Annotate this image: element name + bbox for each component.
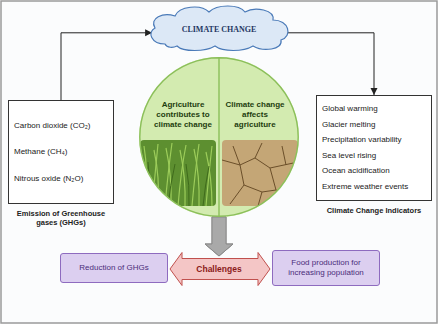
box-text: Food production for increasing populatio… [278, 258, 374, 278]
indicator-box: Global warmingGlacier meltingPrecipitati… [316, 95, 432, 215]
box-heading: Emission of Greenhouse gases (GHGs) [8, 209, 114, 227]
grass-ground [140, 140, 216, 206]
half-circle: Agriculture contributes to climate chang… [139, 57, 219, 217]
connector [249, 253, 270, 286]
block-arrow-outline [249, 253, 270, 286]
soil-crack [255, 143, 262, 158]
soil-crack [233, 146, 240, 165]
cloud-shape: CLIMATE CHANGE [143, 4, 295, 52]
half-circle-path [219, 58, 298, 216]
challenge-box: Food production for increasing populatio… [272, 250, 380, 286]
connector [61, 29, 152, 100]
connector [286, 33, 378, 95]
block-arrow [205, 217, 233, 256]
challenges-band: Challenges [189, 258, 249, 280]
grass-blade [154, 150, 159, 206]
soil-cracks [222, 143, 298, 206]
half-circle-outline [219, 57, 299, 217]
block-arrow [205, 217, 233, 256]
circle-text: Agriculture contributes to climate chang… [150, 100, 216, 130]
grass-blade [180, 150, 185, 206]
gas-item: Methane (CH₄) [14, 147, 108, 157]
grass-blades [144, 143, 212, 206]
block-arrow-outline [170, 253, 189, 286]
connector-line [61, 33, 152, 100]
grass-blade [186, 164, 189, 206]
box-heading: Climate Change Indicators [316, 206, 432, 215]
cloud-title: CLIMATE CHANGE [182, 25, 257, 35]
half-circle-outline [139, 57, 219, 217]
arrowhead [371, 88, 378, 95]
connector-line [286, 33, 374, 95]
soil-crack [230, 165, 244, 204]
box-text: Reduction of GHGs [79, 263, 148, 273]
indicator-item: Extreme weather events [322, 182, 426, 192]
indicator-item: Sea level rising [322, 151, 426, 161]
grass-shadows [148, 162, 209, 206]
list-box-frame: Carbon dioxide (CO₂) Methane (CH₄) Nitrous… [8, 100, 114, 204]
soil-crack [222, 158, 298, 168]
list-box-frame: Global warmingGlacier meltingPrecipitati… [316, 95, 432, 201]
soil-crack [282, 146, 286, 165]
indicator-item: Precipitation variability [322, 135, 426, 145]
circle-text: Climate change affects agriculture [222, 100, 288, 130]
connector [205, 217, 233, 256]
gas-item: Nitrous oxide (N₂O) [14, 174, 108, 184]
grass-blade [178, 145, 186, 206]
challenge-box: Reduction of GHGs [60, 253, 168, 283]
grass-blade [194, 149, 199, 206]
gas-item: Carbon dioxide (CO₂) [14, 121, 108, 131]
indicator-item: Glacier melting [322, 120, 426, 130]
block-arrow-fill [170, 253, 189, 286]
emission-box: Carbon dioxide (CO₂) Methane (CH₄) Nitrous… [8, 100, 114, 227]
cloud-path [151, 6, 288, 51]
connector [205, 217, 233, 256]
grass-blade [203, 166, 209, 206]
grass-picture [140, 140, 216, 206]
center-disc [139, 57, 299, 217]
box-text: Challenges [196, 264, 241, 274]
grass-blade [144, 146, 147, 206]
soil-ground [222, 140, 298, 206]
block-arrow-fill [249, 253, 270, 286]
half-circle-path [140, 58, 219, 216]
half-circle: Climate change affects agriculture [219, 57, 299, 217]
grass-blade [152, 144, 158, 206]
indicator-item: Global warming [322, 104, 426, 114]
indicator-item: Ocean acidification [322, 166, 426, 176]
connector [170, 253, 189, 286]
grass-blade [148, 162, 150, 206]
soil-crack [244, 185, 276, 192]
grass-blade [192, 144, 199, 206]
dry-soil-picture [222, 140, 298, 206]
